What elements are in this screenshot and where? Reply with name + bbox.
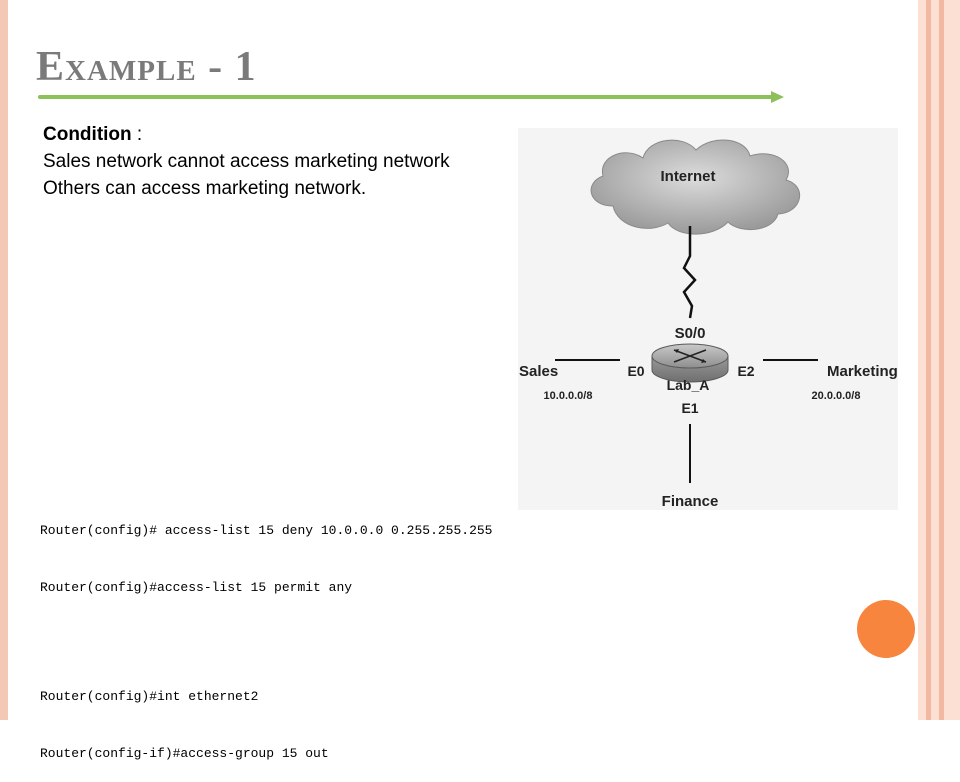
config-code-block: Router(config)# access-list 15 deny 10.0…	[40, 483, 492, 782]
condition-line: Others can access marketing network.	[43, 178, 367, 199]
border-stripe	[926, 0, 931, 720]
network-diagram: Internet S0/0 Lab_A E0 E2 E1 Sales Marke…	[518, 128, 898, 510]
condition-block: Condition : Sales network cannot access …	[43, 121, 583, 202]
marketing-subnet: 20.0.0.0/8	[812, 390, 861, 402]
port-e2-label: E2	[737, 363, 754, 379]
internet-label: Internet	[660, 168, 715, 185]
serial-link	[682, 226, 697, 319]
right-border	[918, 0, 960, 720]
router-icon	[651, 343, 729, 383]
title-underline-arrow	[38, 91, 784, 103]
condition-heading: Condition :	[43, 121, 583, 148]
condition-label: Condition	[43, 124, 132, 145]
slide-title: Example - 1	[36, 44, 257, 90]
left-border	[0, 0, 8, 720]
code-spacer	[40, 635, 492, 649]
port-e0-label: E0	[627, 363, 644, 379]
border-stripe	[939, 0, 944, 720]
code-line: Router(config)# access-list 15 deny 10.0…	[40, 523, 493, 538]
finance-network-label: Finance	[662, 493, 719, 510]
internet-cloud-icon: Internet	[590, 139, 801, 235]
marketing-network-label: Marketing	[827, 363, 898, 380]
router-name: Lab_A	[667, 377, 710, 393]
port-e1-label: E1	[681, 400, 698, 416]
code-line: Router(config)#int ethernet2	[40, 689, 259, 704]
sales-subnet: 10.0.0.0/8	[544, 390, 593, 402]
code-line: Router(config-if)#access-group 15 out	[40, 746, 329, 761]
condition-line: Sales network cannot access marketing ne…	[43, 151, 450, 172]
serial-interface-label: S0/0	[675, 325, 706, 342]
code-line: Router(config)#access-list 15 permit any	[40, 580, 353, 595]
slide-nav-dot[interactable]	[857, 600, 915, 658]
condition-separator: :	[131, 124, 143, 145]
sales-network-label: Sales	[519, 363, 558, 380]
